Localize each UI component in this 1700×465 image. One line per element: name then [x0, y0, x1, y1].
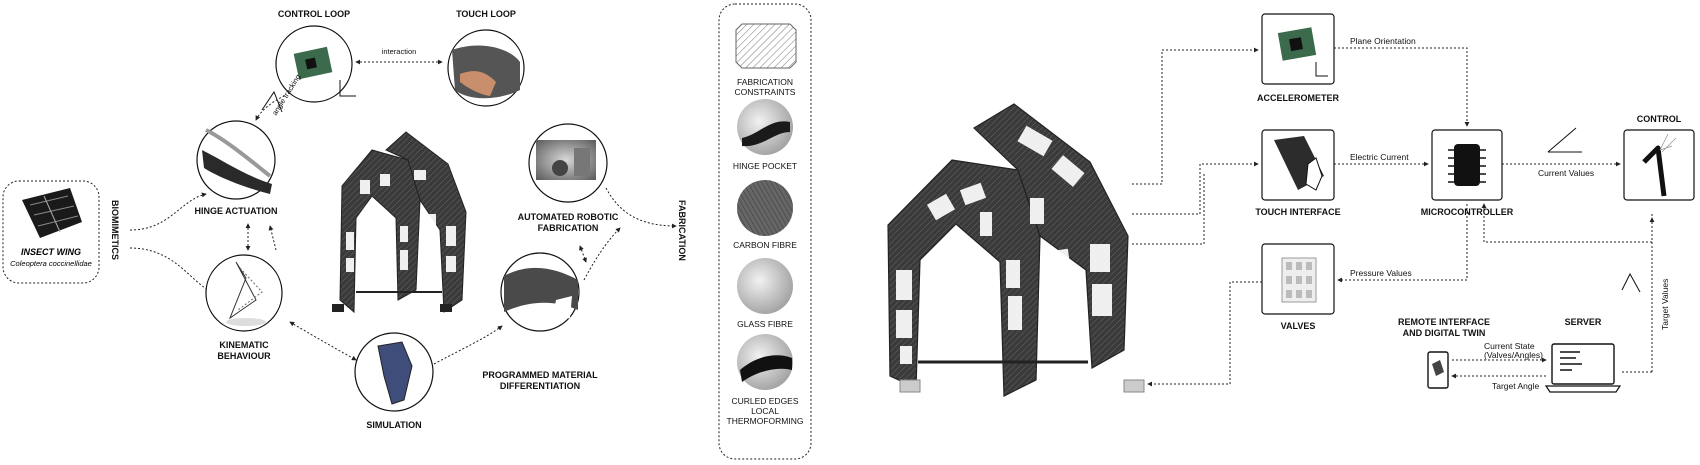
remote-label-2: AND DIGITAL TWIN	[1403, 328, 1486, 338]
touch-loop-node: TOUCH LOOP	[447, 9, 525, 107]
remote-interface-node: REMOTE INTERFACE AND DIGITAL TWIN	[1398, 317, 1490, 389]
hinge-actuation-node: HINGE ACTUATION	[195, 120, 278, 216]
control-loop-label: CONTROL LOOP	[278, 9, 350, 19]
robotic-fabrication-node: AUTOMATED ROBOTIC FABRICATION	[518, 123, 619, 233]
pavilion-model-large	[887, 103, 1145, 397]
simulation-node: SIMULATION	[354, 332, 434, 430]
programmed-material-node: PROGRAMMED MATERIAL DIFFERENTIATION	[482, 252, 598, 391]
flow-pavilion-touch-2	[1132, 172, 1205, 245]
programmed-label-1: PROGRAMMED MATERIAL	[482, 370, 598, 380]
laptop-icon	[1551, 343, 1615, 385]
biomimetics-panel: INSECT WING Coleoptera coccinellidae BIO…	[2, 180, 120, 284]
kinematic-node: KINEMATIC BEHAVIOUR	[205, 254, 283, 361]
valves-node: VALVES	[1261, 243, 1335, 331]
remote-label-1: REMOTE INTERFACE	[1398, 317, 1490, 327]
flow-accelerometer-micro	[1334, 47, 1470, 127]
flow-angle-tracking	[255, 95, 285, 121]
angle-icon-control	[1547, 127, 1582, 153]
hand-image	[460, 71, 496, 96]
svg-text:CONSTRAINTS: CONSTRAINTS	[735, 87, 796, 97]
microcontroller-node: MICROCONTROLLER	[1421, 129, 1514, 217]
svg-text:LOCAL: LOCAL	[751, 406, 779, 416]
flow-micro-valves	[1337, 204, 1468, 283]
biomimetics-label: BIOMIMETICS	[110, 200, 120, 260]
touch-loop-label: TOUCH LOOP	[456, 9, 516, 19]
simulation-shape	[377, 341, 413, 405]
fabrication-label: FABRICATION	[677, 200, 687, 261]
control-loop-node: CONTROL LOOP	[275, 9, 356, 103]
robotic-label-1: AUTOMATED ROBOTIC	[518, 212, 619, 222]
flow-kinematic-simulation	[289, 321, 357, 361]
angle-icon	[261, 90, 283, 113]
materials-strip: FABRICATION CONSTRAINTS HINGE POCKET CAR…	[718, 3, 812, 460]
current-state-label-1: Current State	[1484, 341, 1535, 351]
current-state-label-2: (Valves/Angles)	[1484, 350, 1543, 360]
flow-programmed-fabrication	[583, 227, 621, 281]
material-glass-fibre: GLASS FIBRE	[737, 258, 793, 329]
programmed-label-2: DIFFERENTIATION	[500, 381, 580, 391]
hinge-actuation-label: HINGE ACTUATION	[195, 206, 278, 216]
species-label: Coleoptera coccinellidae	[10, 259, 92, 268]
svg-text:CARBON FIBRE: CARBON FIBRE	[733, 240, 797, 250]
material-curled-edges: CURLED EDGES LOCAL THERMOFORMING	[727, 334, 804, 426]
svg-text:HINGE POCKET: HINGE POCKET	[733, 161, 797, 171]
angle-icon-target	[1621, 272, 1641, 293]
hinge-angle-icon	[1642, 145, 1667, 197]
flow-robotic-fabrication	[605, 187, 677, 229]
server-node: SERVER	[1544, 317, 1622, 393]
touch-interface-node: TOUCH INTERFACE	[1255, 129, 1341, 217]
target-angle-label: Target Angle	[1492, 381, 1540, 391]
server-label: SERVER	[1565, 317, 1602, 327]
kinematic-label-2: BEHAVIOUR	[217, 351, 271, 361]
plane-orientation-label: Plane Orientation	[1350, 36, 1416, 46]
svg-text:GLASS FIBRE: GLASS FIBRE	[737, 319, 793, 329]
touch-interface-label: TOUCH INTERFACE	[1255, 207, 1340, 217]
simulation-label: SIMULATION	[366, 420, 421, 430]
svg-text:THERMOFORMING: THERMOFORMING	[727, 416, 804, 426]
current-values-label: Current Values	[1538, 168, 1594, 178]
svg-text:FABRICATION: FABRICATION	[737, 77, 793, 87]
flow-simulation-programmed	[433, 325, 503, 365]
valves-label: VALVES	[1281, 321, 1316, 331]
control-label: CONTROL	[1637, 114, 1682, 124]
material-fabrication-constraints: FABRICATION CONSTRAINTS	[735, 23, 797, 97]
flow-pavilion-accelerometer	[1132, 47, 1259, 185]
material-hinge-pocket: HINGE POCKET	[733, 99, 797, 171]
insect-wing-image	[22, 188, 82, 238]
valve-block-left	[899, 379, 921, 393]
flow-bio-kinematic	[129, 247, 213, 293]
flow-pavilion-touch	[1132, 161, 1259, 215]
flow-kinematic-hinge	[268, 225, 277, 251]
chip-icon	[1454, 144, 1480, 186]
valve-block-right	[1123, 379, 1145, 393]
flow-valves-pavilion	[1147, 281, 1262, 387]
electric-current-label: Electric Current	[1350, 152, 1409, 162]
svg-text:CURLED EDGES: CURLED EDGES	[731, 396, 798, 406]
pressure-values-label: Pressure Values	[1350, 268, 1412, 278]
hand-icon	[1305, 157, 1323, 191]
target-values-label: Target Values	[1660, 279, 1670, 330]
kinematic-label-1: KINEMATIC	[219, 340, 269, 350]
accelerometer-label: ACCELEROMETER	[1257, 93, 1340, 103]
flow-robotic-programmed	[579, 245, 587, 263]
pavilion-model-small	[332, 131, 467, 314]
robotic-label-2: FABRICATION	[538, 223, 599, 233]
material-carbon-fibre: CARBON FIBRE	[733, 180, 797, 250]
accelerometer-node: ACCELEROMETER	[1257, 13, 1340, 103]
interaction-label: interaction	[382, 47, 417, 56]
insect-wing-label: INSECT WING	[21, 247, 81, 257]
control-node: CONTROL	[1623, 114, 1695, 201]
